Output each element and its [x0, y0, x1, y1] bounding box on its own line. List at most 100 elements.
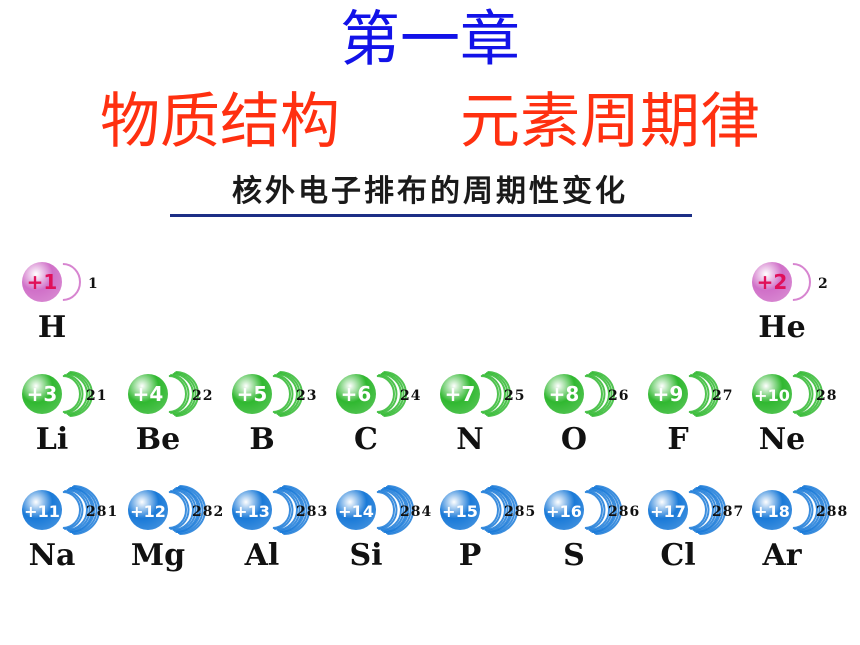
- electron-configuration: 285: [504, 504, 536, 520]
- electron-shell-arc: [274, 374, 294, 414]
- electron-configuration: 282: [192, 504, 224, 520]
- electron-shell-arc: [480, 491, 499, 529]
- electron-shell-arc: [588, 489, 610, 531]
- electron-shell-arc: [697, 486, 724, 534]
- electron-configuration: 281: [86, 504, 118, 520]
- electron-shell-arc: [486, 488, 509, 532]
- electron-configuration: 283: [296, 504, 328, 520]
- element-symbol: Si: [349, 538, 383, 573]
- nuclear-charge: +15: [442, 502, 478, 521]
- electron-shell-arc: [690, 374, 710, 414]
- electron-shell-arc: [588, 373, 610, 415]
- nucleus: [648, 490, 688, 530]
- electron-shell-arc: [176, 487, 201, 533]
- nuclear-charge: +10: [754, 386, 790, 405]
- electron-shell-arc: [69, 371, 93, 417]
- electron-shell-arc: [486, 372, 509, 416]
- electron-shell-arc: [64, 374, 84, 414]
- nuclear-charge: +18: [754, 502, 790, 521]
- electron-configuration: 23: [296, 388, 317, 404]
- electron-shell-arc: [694, 372, 717, 416]
- electron-shell-arc: [484, 489, 506, 531]
- nuclear-charge: +11: [24, 502, 60, 521]
- nucleus: [648, 374, 688, 414]
- nucleus: [752, 490, 792, 530]
- electron-shell-arc: [62, 491, 81, 529]
- diagram-caption: 核外电子排布的周期性变化: [232, 174, 628, 209]
- electron-shell-arc: [278, 372, 301, 416]
- nucleus: [440, 490, 480, 530]
- element-symbol: Na: [28, 538, 76, 573]
- element-symbol: B: [249, 422, 275, 457]
- nuclear-charge: +12: [130, 502, 166, 521]
- electron-shell-arc: [590, 488, 613, 532]
- electron-shell-arc: [794, 490, 814, 530]
- electron-shell-arc: [385, 486, 412, 534]
- nuclear-charge: +5: [237, 382, 268, 406]
- electron-shell-arc: [799, 371, 823, 417]
- electron-shell-arc: [801, 486, 828, 534]
- element-symbol: C: [354, 422, 378, 457]
- nucleus: [544, 374, 584, 414]
- chapter-subtitle: 物质结构 元素周期律: [100, 87, 760, 157]
- element-symbol: Al: [244, 538, 280, 573]
- electron-configuration: 26: [608, 388, 629, 404]
- atom-diagram: +5 23: [232, 371, 317, 417]
- electron-shell-arc: [586, 374, 606, 414]
- electron-configuration: 288: [816, 504, 848, 520]
- nucleus: [440, 374, 480, 414]
- electron-shell-arc: [64, 490, 84, 530]
- element-symbol: He: [758, 310, 806, 345]
- electron-shell-arc: [803, 485, 830, 535]
- electron-shell-arc: [280, 487, 305, 533]
- electron-shell-arc: [584, 375, 603, 413]
- electron-shell-arc: [62, 375, 81, 413]
- electron-shell-arc: [489, 486, 516, 534]
- atom-diagram: +13 283: [232, 485, 327, 535]
- nuclear-charge: +2: [757, 270, 788, 294]
- electron-shell-arc: [488, 487, 513, 533]
- electron-shell-arc: [168, 491, 187, 529]
- electron-shell-arc: [690, 490, 710, 530]
- electron-shell-arc: [491, 485, 518, 535]
- electron-shell-arc: [387, 485, 414, 535]
- nuclear-charge: +6: [341, 382, 372, 406]
- nucleus: [752, 374, 792, 414]
- electron-configuration: 286: [608, 504, 640, 520]
- electron-shell-arc: [278, 488, 301, 532]
- electron-shell-arc: [274, 490, 294, 530]
- nucleus: [752, 262, 792, 302]
- element-symbol: O: [560, 422, 588, 457]
- electron-shell-arc: [484, 373, 506, 415]
- element-symbol: S: [563, 538, 585, 573]
- element-symbol: Ar: [762, 538, 802, 573]
- electron-shell-arc: [699, 485, 726, 535]
- electron-shell-arc: [378, 374, 398, 414]
- electron-shell-arc: [796, 373, 818, 415]
- nuclear-charge: +16: [546, 502, 582, 521]
- nuclear-charge: +13: [234, 502, 270, 521]
- element-symbol: Li: [35, 422, 69, 457]
- electron-shell-arc: [378, 490, 398, 530]
- electron-configuration: 287: [712, 504, 744, 520]
- element-symbol: Be: [135, 422, 181, 457]
- atom-diagram: +15 285: [440, 485, 535, 535]
- nuclear-charge: +17: [650, 502, 686, 521]
- electron-shell-arc: [591, 371, 615, 417]
- electron-configuration: 25: [504, 388, 525, 404]
- electron-shell-arc: [179, 485, 206, 535]
- element-symbol: Mg: [130, 538, 186, 573]
